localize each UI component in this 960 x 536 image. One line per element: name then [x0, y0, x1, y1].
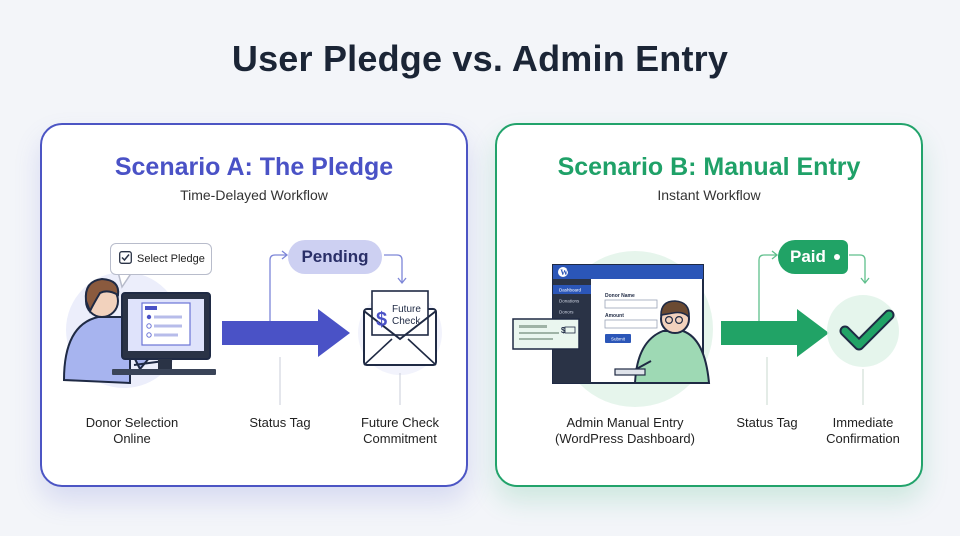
wordpress-icon: W [558, 267, 568, 277]
pending-status-pill: Pending [288, 240, 382, 274]
paid-status-tag: Paid [778, 240, 848, 274]
caption-admin: Admin Manual Entry (WordPress Dashboard) [555, 415, 695, 446]
bubble-label: Select Pledge [137, 253, 205, 265]
bubble-tail [117, 271, 133, 289]
form-label-amount: Amount [605, 313, 624, 319]
caption-confirm: Immediate Confirmation [826, 415, 900, 446]
donor-name-field [604, 299, 658, 309]
scenario-a-title: Scenario A: The Pledge [114, 153, 394, 181]
sidebar-item-donors: Donors [559, 310, 574, 315]
envelope-label-line1: Future [392, 304, 421, 315]
caption-donor: Donor Selection Online [85, 415, 179, 446]
select-pledge-bubble: Select Pledge [110, 243, 212, 275]
scenario-a-panel: Scenario A: The Pledge Time-Delayed Work… [40, 123, 468, 487]
connector-down [384, 254, 403, 283]
page-title: User Pledge vs. Admin Entry [231, 38, 729, 79]
scenario-b-subtitle: Instant Workflow [657, 187, 761, 203]
arrow-right-icon [721, 309, 829, 357]
scenario-a-illustration: $ Future Check [62, 250, 442, 405]
tag-icon [834, 254, 840, 260]
scenario-b-illustration: W Dashboard Donations Donors Donor Name … [512, 250, 899, 407]
person-icon [62, 277, 165, 385]
dollar-icon: $ [376, 309, 387, 331]
sidebar-item-donations: Donations [559, 299, 580, 304]
caption-status-a: Status Tag [249, 415, 311, 430]
envelope-label-line2: Check [392, 316, 421, 327]
svg-text:$: $ [561, 326, 566, 335]
caption-future: Future Check Commitment [360, 415, 440, 446]
scenario-a-subtitle: Time-Delayed Workflow [180, 187, 328, 203]
connector-up [758, 254, 776, 321]
sidebar-item-dashboard: Dashboard [559, 288, 582, 293]
connector-up [269, 254, 286, 321]
arrow-right-icon [222, 309, 350, 357]
checkmark-icon [841, 311, 893, 349]
paid-tag-label: Paid [790, 247, 826, 266]
scenario-b-panel: Scenario B: Manual Entry Instant Workflo… [495, 123, 923, 487]
submit-label: Submit [611, 337, 626, 342]
submit-button [605, 334, 631, 343]
caption-status-b: Status Tag [736, 415, 798, 430]
svg-text:W: W [560, 268, 568, 277]
form-label-donor-name: Donor Name [605, 293, 635, 299]
monitor-icon [112, 292, 216, 375]
person-icon [614, 300, 711, 384]
checkbox-icon [119, 251, 132, 264]
envelope-icon: $ Future Check [363, 290, 437, 366]
amount-field [604, 319, 658, 329]
connector-down [849, 254, 866, 283]
check-document-icon: $ [512, 318, 580, 350]
scenario-b-title: Scenario B: Manual Entry [557, 153, 861, 181]
